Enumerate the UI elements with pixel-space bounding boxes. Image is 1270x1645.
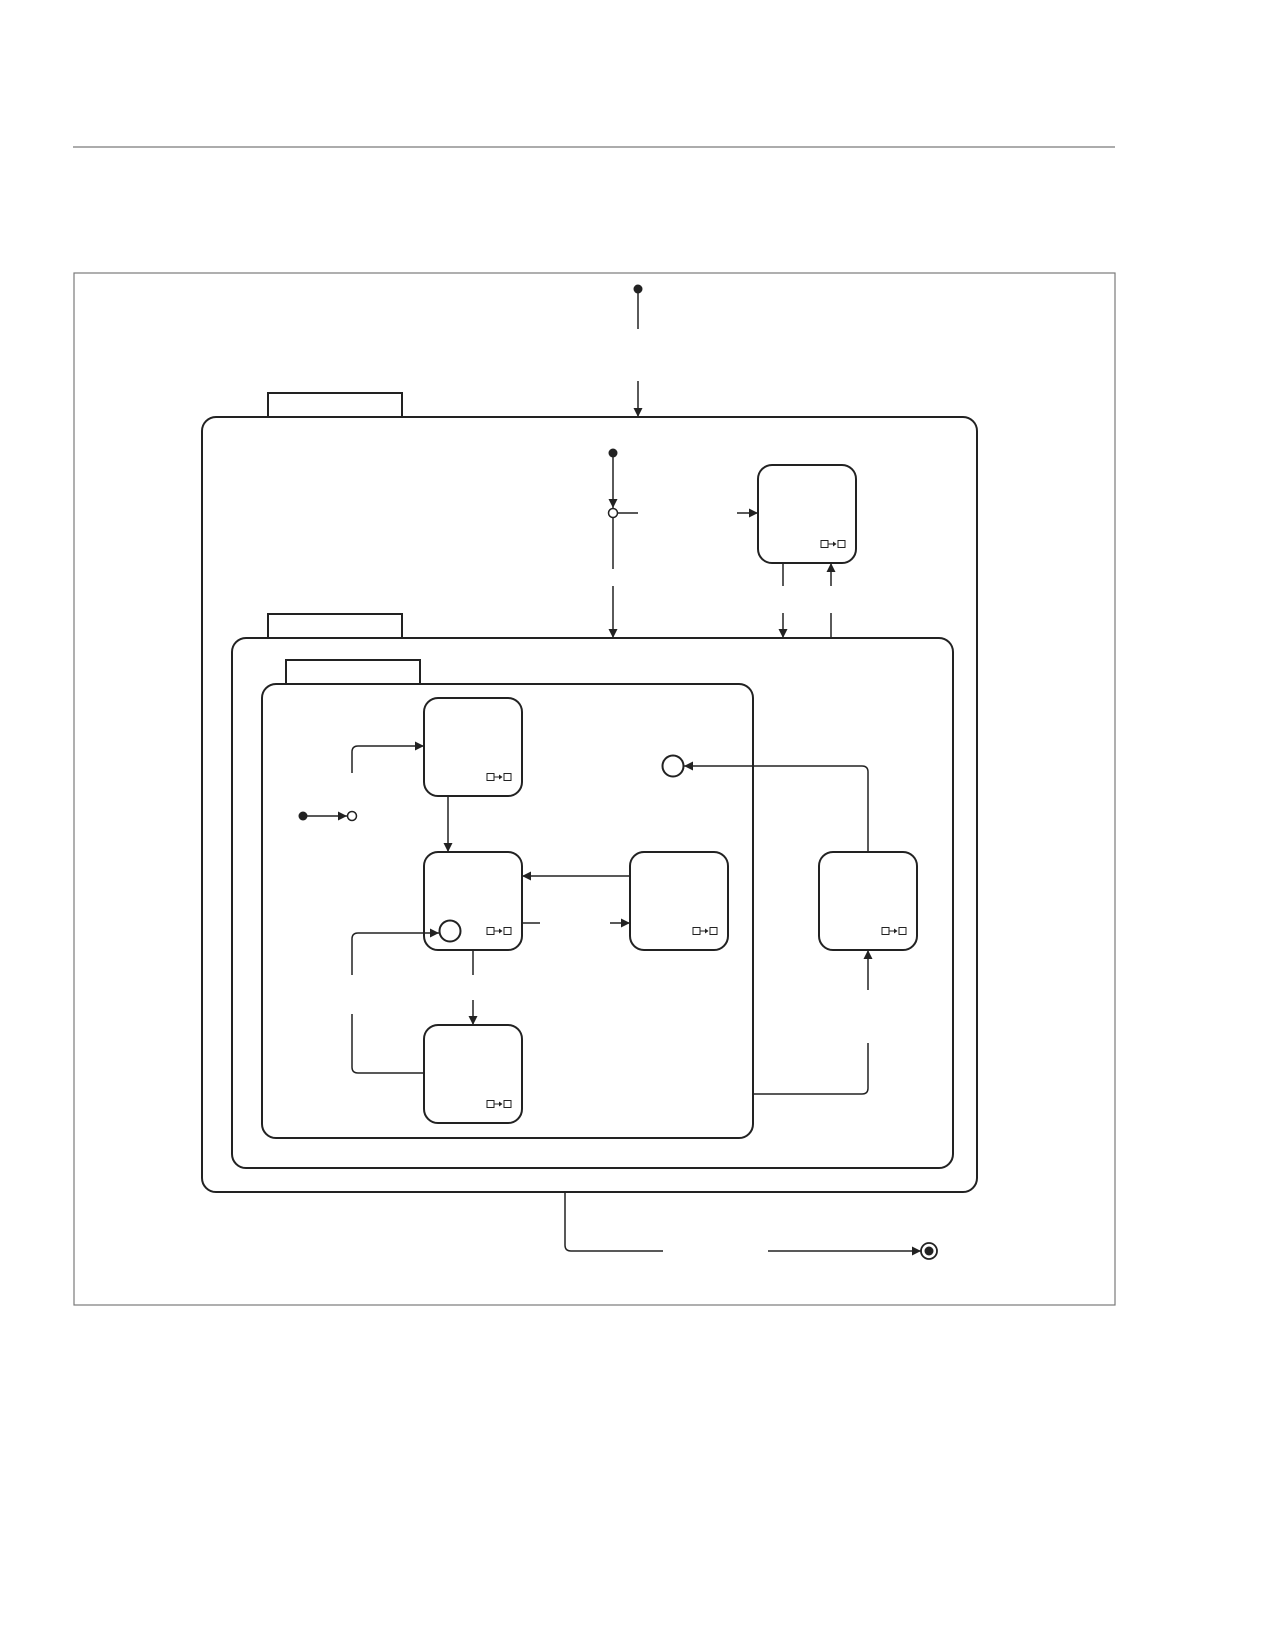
inner-state-name-tab (285, 659, 421, 685)
transition-to-final-a (564, 1192, 663, 1252)
inner-composite-state (261, 683, 754, 1139)
state-b (423, 851, 523, 951)
transition-d-to-history-a (351, 1014, 424, 1074)
entry-point-icon (607, 507, 619, 519)
composite-state-icon (486, 773, 512, 781)
entry-point-icon (346, 810, 358, 822)
outer-state-name-tab (267, 392, 403, 418)
transition-inner-to-e-a (753, 1043, 869, 1095)
composite-state-icon (486, 927, 512, 935)
state-d (423, 1024, 523, 1124)
diagram-frame (73, 272, 1116, 1306)
composite-state-icon (881, 927, 907, 935)
final-state-icon (920, 1242, 938, 1260)
state-a (423, 697, 523, 797)
outer-composite-state (201, 416, 978, 1193)
state-e (818, 851, 918, 951)
state-top-right (757, 464, 857, 564)
state-c (629, 851, 729, 951)
composite-state-icon (692, 927, 718, 935)
history-icon (438, 919, 462, 943)
composite-state-icon (486, 1100, 512, 1108)
middle-composite-state (231, 637, 954, 1169)
transition-e-to-history (684, 761, 869, 852)
transition-to-state-a (351, 741, 424, 773)
composite-state-icon (820, 540, 846, 548)
history-icon (661, 754, 685, 778)
middle-state-name-tab (267, 613, 403, 639)
transition-d-to-history-b (351, 928, 439, 975)
